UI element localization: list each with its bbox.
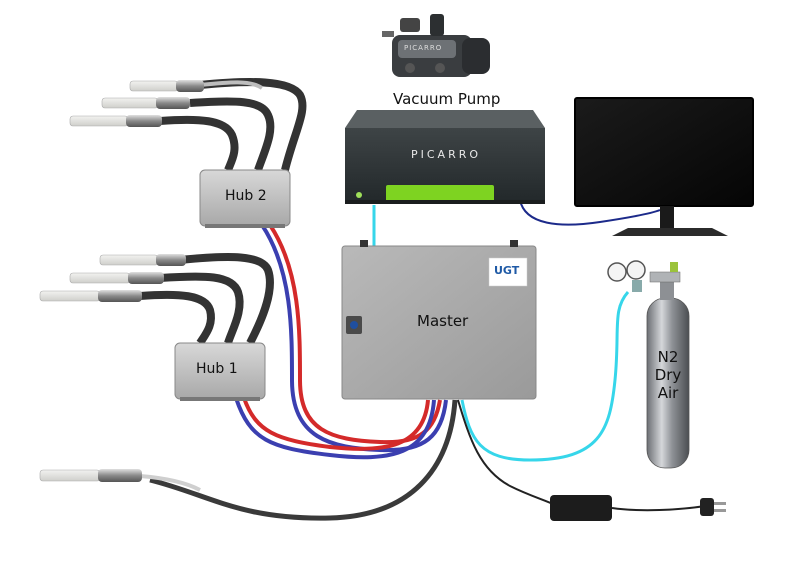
power-adapter-icon (550, 495, 612, 521)
master-logo-text: UGT (494, 264, 520, 277)
hub2-blue-tube (260, 223, 448, 453)
vacuum-pump-label: Vacuum Pump (393, 90, 501, 108)
hub2-red-tube (268, 223, 442, 445)
probe-icon (39, 469, 101, 482)
regulator-icon (607, 260, 681, 292)
probe-icon (69, 272, 131, 284)
pump-brand: PICARRO (404, 44, 443, 52)
direct-probe-tube (149, 399, 458, 521)
probe-icon (39, 290, 101, 302)
probe-icon (101, 97, 159, 109)
master-logo-badge (488, 257, 528, 287)
master-box (341, 240, 537, 400)
hub2-probe-group (69, 78, 307, 172)
power-cable-out (611, 505, 706, 512)
probe-icon (129, 80, 179, 92)
gas-supply-tube (460, 291, 630, 462)
direct-probe (39, 469, 201, 492)
master-label: Master (417, 312, 469, 330)
probe-icon (69, 115, 129, 127)
monitor-cable (519, 199, 661, 226)
hub1-label: Hub 1 (196, 361, 238, 377)
hub1-red-tube (242, 397, 430, 451)
plug-icon (700, 498, 726, 516)
hub1-blue-tube (234, 397, 436, 460)
hub1-probe-group (39, 253, 274, 346)
probe-icon (99, 254, 159, 266)
power-cable (457, 399, 556, 506)
analyzer-unit (345, 110, 545, 204)
gas-cylinder-icon (646, 282, 690, 469)
pump-icon (382, 14, 490, 77)
hub1-box (174, 342, 266, 401)
analyzer-brand: PICARRO (411, 148, 482, 161)
gas-cylinder-label: N2 Dry Air (654, 348, 682, 402)
hub2-label: Hub 2 (225, 188, 267, 204)
monitor-icon (574, 97, 754, 236)
hub2-box (199, 169, 291, 228)
analyzer-green-strip (386, 185, 494, 203)
